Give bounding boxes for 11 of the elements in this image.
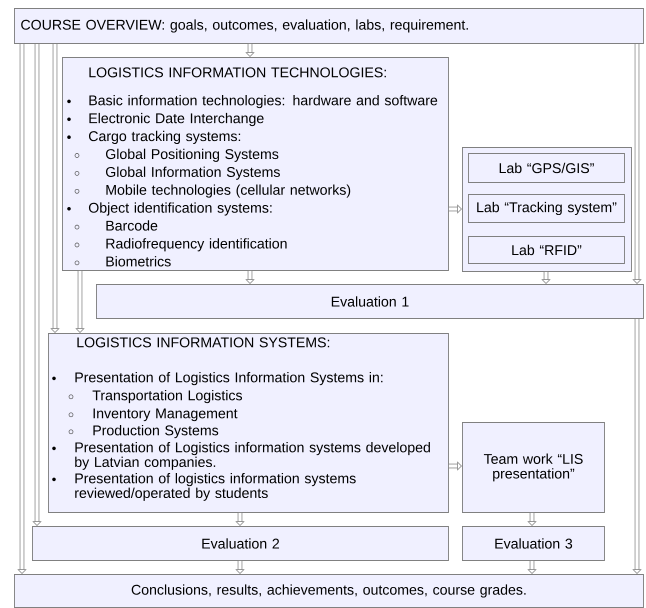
evaluation-box: Evaluation 2 — [32, 526, 449, 561]
evaluation-box: Evaluation 3 — [462, 526, 605, 561]
lab-box: Lab “GPS/GIS” — [468, 153, 625, 183]
topic-box: LOGISTICS INFORMATION SYSTEMS: Presentation of Logistics Information Systems in: Transportation Logistics Inventory Management Production Systems Presentation of Logistics information systems developed by Latvian companies. Presentation of logistics information systems reviewed/operated by students — [48, 333, 449, 513]
conclusion-box: Conclusions, results, achievements, outcomes, course grades. — [14, 574, 644, 608]
lab-box: Lab “Tracking system” — [468, 194, 625, 223]
team-work-box: Team work “LIS presentation” — [462, 422, 605, 513]
evaluation-box: Evaluation 1 — [96, 284, 644, 319]
lab-box: Lab “RFID” — [468, 236, 625, 264]
overview-box: COURSE OVERVIEW: goals, outcomes, evaluation, labs, requirement. — [14, 8, 644, 44]
topic-box: LOGISTICS INFORMATION TECHNOLOGIES: Basic information technologies: hardware and software Electronic Date Interchange Cargo tracking systems: Global Positioning Systems Global Information Systems Mobile technologies (cellular networks) Object identification systems: Barcode Radiofrequency identification Biometrics — [62, 57, 449, 271]
